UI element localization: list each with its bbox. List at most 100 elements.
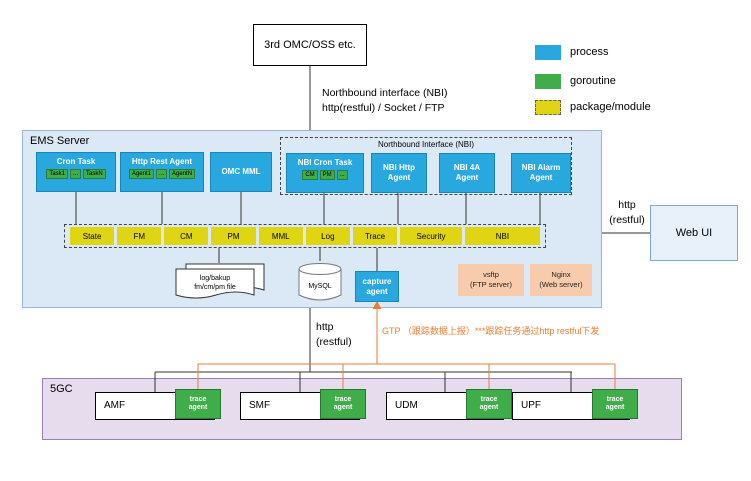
amf-trace-agent-line2: agent bbox=[188, 404, 208, 411]
log-file-line2: fm/cm/pm file bbox=[194, 284, 236, 291]
capture-agent-line2: agent bbox=[366, 286, 388, 296]
upf-label: UPF bbox=[521, 400, 541, 411]
http-right-line1: http bbox=[618, 199, 636, 211]
orange-gtp-connectors bbox=[197, 301, 616, 389]
legend-package-label: package/module bbox=[570, 101, 651, 113]
goroutine-taskN: TaskN bbox=[83, 169, 106, 179]
mysql-label: MySQL bbox=[308, 283, 332, 290]
smf-label: SMF bbox=[249, 400, 271, 411]
nbi-http-agent-line2: Agent bbox=[387, 173, 411, 182]
module-pm: PM bbox=[211, 227, 256, 245]
omc-oss-label: 3rd OMC/OSS etc. bbox=[264, 39, 356, 51]
capture-agent-line1: capture bbox=[362, 276, 392, 286]
legend-process-label: process bbox=[570, 46, 609, 58]
nbi-http-agent-line1: NBI Http bbox=[383, 163, 415, 172]
cron-task-title: Cron Task bbox=[56, 157, 96, 166]
module-state: State bbox=[70, 227, 115, 245]
amf-label: AMF bbox=[104, 400, 126, 411]
smf-trace-agent: trace agent bbox=[320, 389, 366, 419]
http-rest-agent-goroutines: Agent1 ... AgentN bbox=[121, 169, 203, 179]
amf-trace-agent-line1: trace bbox=[189, 395, 207, 403]
http-rest-agent-title: Http Rest Agent bbox=[131, 157, 193, 166]
vsftp-server: vsftp (FTP server) bbox=[458, 264, 524, 296]
nbi-http-agent-process: NBI Http Agent bbox=[371, 153, 427, 193]
nbi-cron-task-goroutines: CM PM ... bbox=[287, 170, 363, 180]
nbi-4a-agent-line2: Agent bbox=[455, 173, 479, 182]
nbi-group: Northbound Interface (NBI) NBI Cron Task… bbox=[280, 137, 572, 195]
http-down-line2: (restful) bbox=[316, 336, 352, 348]
omc-oss-box: 3rd OMC/OSS etc. bbox=[253, 24, 367, 66]
log-file-label: log/bakup fm/cm/pm file bbox=[174, 274, 256, 292]
gtp-trace-note: GTP （跟踪数据上报）***跟踪任务通过http restful下发 bbox=[382, 326, 600, 336]
nbi-interface-note: Northbound interface (NBI) http(restful)… bbox=[322, 86, 447, 116]
goroutine-ellipsis: ... bbox=[336, 170, 348, 180]
web-ui-label: Web UI bbox=[675, 227, 713, 239]
goroutine-pm: PM bbox=[319, 170, 335, 180]
module-log: Log bbox=[305, 227, 350, 245]
goroutine-agentN: AgentN bbox=[169, 169, 196, 179]
nbi-alarm-agent-process: NBI Alarm Agent bbox=[511, 153, 571, 193]
nbi-cron-task-process: NBI Cron Task CM PM ... bbox=[286, 153, 364, 193]
package-module-row: State FM CM PM MML Log Trace Security NB… bbox=[64, 224, 546, 248]
web-ui-box: Web UI bbox=[650, 205, 738, 261]
amf-trace-agent: trace agent bbox=[175, 389, 221, 419]
goroutine-agent1: Agent1 bbox=[128, 169, 154, 179]
goroutine-cm: CM bbox=[302, 170, 318, 180]
upf-trace-agent: trace agent bbox=[592, 389, 638, 419]
legend-goroutine-label: goroutine bbox=[570, 75, 616, 87]
cron-task-goroutines: Task1 ... TaskN bbox=[37, 169, 115, 179]
legend-process-swatch bbox=[535, 45, 561, 60]
5gc-title: 5GC bbox=[50, 383, 73, 395]
udm-trace-agent: trace agent bbox=[466, 389, 512, 419]
legend-goroutine-swatch bbox=[535, 74, 561, 89]
ems-server-title: EMS Server bbox=[30, 135, 90, 147]
nginx-line1: Nginx bbox=[551, 270, 571, 280]
module-mml: MML bbox=[258, 227, 303, 245]
module-trace: Trace bbox=[352, 227, 398, 245]
udm-trace-agent-line2: agent bbox=[479, 404, 499, 411]
nbi-alarm-agent-line2: Agent bbox=[529, 173, 553, 182]
goroutine-agent-ellipsis: ... bbox=[156, 169, 168, 179]
nbi-alarm-agent-line1: NBI Alarm bbox=[521, 163, 561, 172]
nginx-line2: (Web server) bbox=[539, 280, 583, 289]
nbi-note-line2: http(restful) / Socket / FTP bbox=[322, 102, 445, 114]
gtp-up-arrow bbox=[372, 301, 382, 309]
module-fm: FM bbox=[117, 227, 162, 245]
goroutine-task1: Task1 bbox=[46, 169, 68, 179]
http-restful-right-label: http (restful) bbox=[602, 198, 652, 228]
mysql-database: MySQL bbox=[296, 260, 344, 304]
http-restful-down-label: http (restful) bbox=[316, 320, 352, 350]
goroutine-task-ellipsis: ... bbox=[70, 169, 82, 179]
database-cylinder-icon bbox=[298, 263, 342, 301]
http-rest-agent-process: Http Rest Agent Agent1 ... AgentN bbox=[120, 152, 204, 192]
nbi-note-line1: Northbound interface (NBI) bbox=[322, 87, 448, 99]
upf-trace-agent-line2: agent bbox=[605, 404, 625, 411]
smf-trace-agent-line1: trace bbox=[334, 395, 352, 403]
legend-package-swatch bbox=[535, 100, 561, 115]
http-right-line2: (restful) bbox=[609, 214, 645, 226]
log-file-document: log/bakup fm/cm/pm file bbox=[174, 262, 266, 304]
module-security: Security bbox=[400, 227, 462, 245]
omc-mml-process: OMC MML bbox=[210, 152, 272, 192]
udm-trace-agent-line1: trace bbox=[480, 395, 498, 403]
cron-task-process: Cron Task Task1 ... TaskN bbox=[36, 152, 116, 192]
upf-trace-agent-line1: trace bbox=[606, 395, 624, 403]
module-nbi: NBI bbox=[464, 227, 540, 245]
log-file-line1: log/bakup bbox=[199, 275, 231, 282]
nbi-4a-agent-line1: NBI 4A bbox=[453, 163, 481, 172]
nbi-group-title: Northbound Interface (NBI) bbox=[377, 140, 475, 149]
omc-mml-title: OMC MML bbox=[221, 167, 261, 176]
udm-label: UDM bbox=[395, 400, 418, 411]
document-icon bbox=[175, 263, 265, 299]
black-connectors bbox=[75, 66, 650, 392]
nbi-cron-task-title: NBI Cron Task bbox=[297, 158, 353, 167]
nginx-server: Nginx (Web server) bbox=[530, 264, 592, 296]
smf-trace-agent-line2: agent bbox=[333, 404, 353, 411]
nbi-4a-agent-process: NBI 4A Agent bbox=[439, 153, 495, 193]
http-down-line1: http bbox=[316, 321, 334, 333]
module-cm: CM bbox=[164, 227, 209, 245]
capture-agent-process: capture agent bbox=[355, 271, 399, 302]
vsftp-line2: (FTP server) bbox=[470, 280, 512, 289]
